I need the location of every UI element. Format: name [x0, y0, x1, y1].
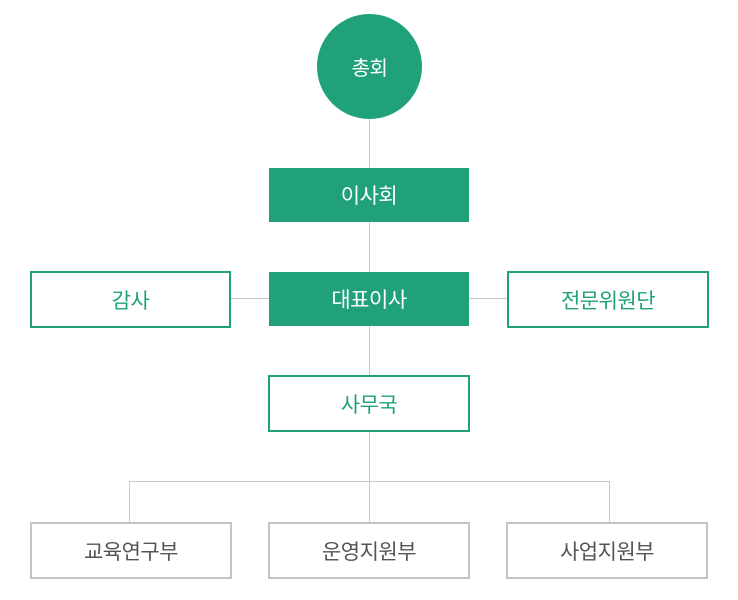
department-node-operations-support: 운영지원부 — [268, 522, 470, 579]
connector-root-board — [369, 119, 370, 168]
connector-branch-dept-1 — [129, 481, 130, 523]
connector-ceo-auditor — [230, 298, 269, 299]
committee-node: 전문위원단 — [507, 271, 709, 328]
department-node-education-research: 교육연구부 — [30, 522, 232, 579]
connector-board-ceo — [369, 222, 370, 272]
general-assembly-node: 총회 — [317, 14, 422, 119]
department-node-business-support: 사업지원부 — [506, 522, 708, 579]
auditor-node: 감사 — [30, 271, 231, 328]
connector-secretariat-branch — [369, 431, 370, 523]
secretariat-node: 사무국 — [268, 375, 470, 432]
connector-horizontal-branch — [129, 481, 610, 482]
ceo-node: 대표이사 — [269, 272, 469, 326]
connector-branch-dept-3 — [609, 481, 610, 523]
board-node: 이사회 — [269, 168, 469, 222]
connector-ceo-secretariat — [369, 326, 370, 376]
connector-ceo-committee — [469, 298, 508, 299]
